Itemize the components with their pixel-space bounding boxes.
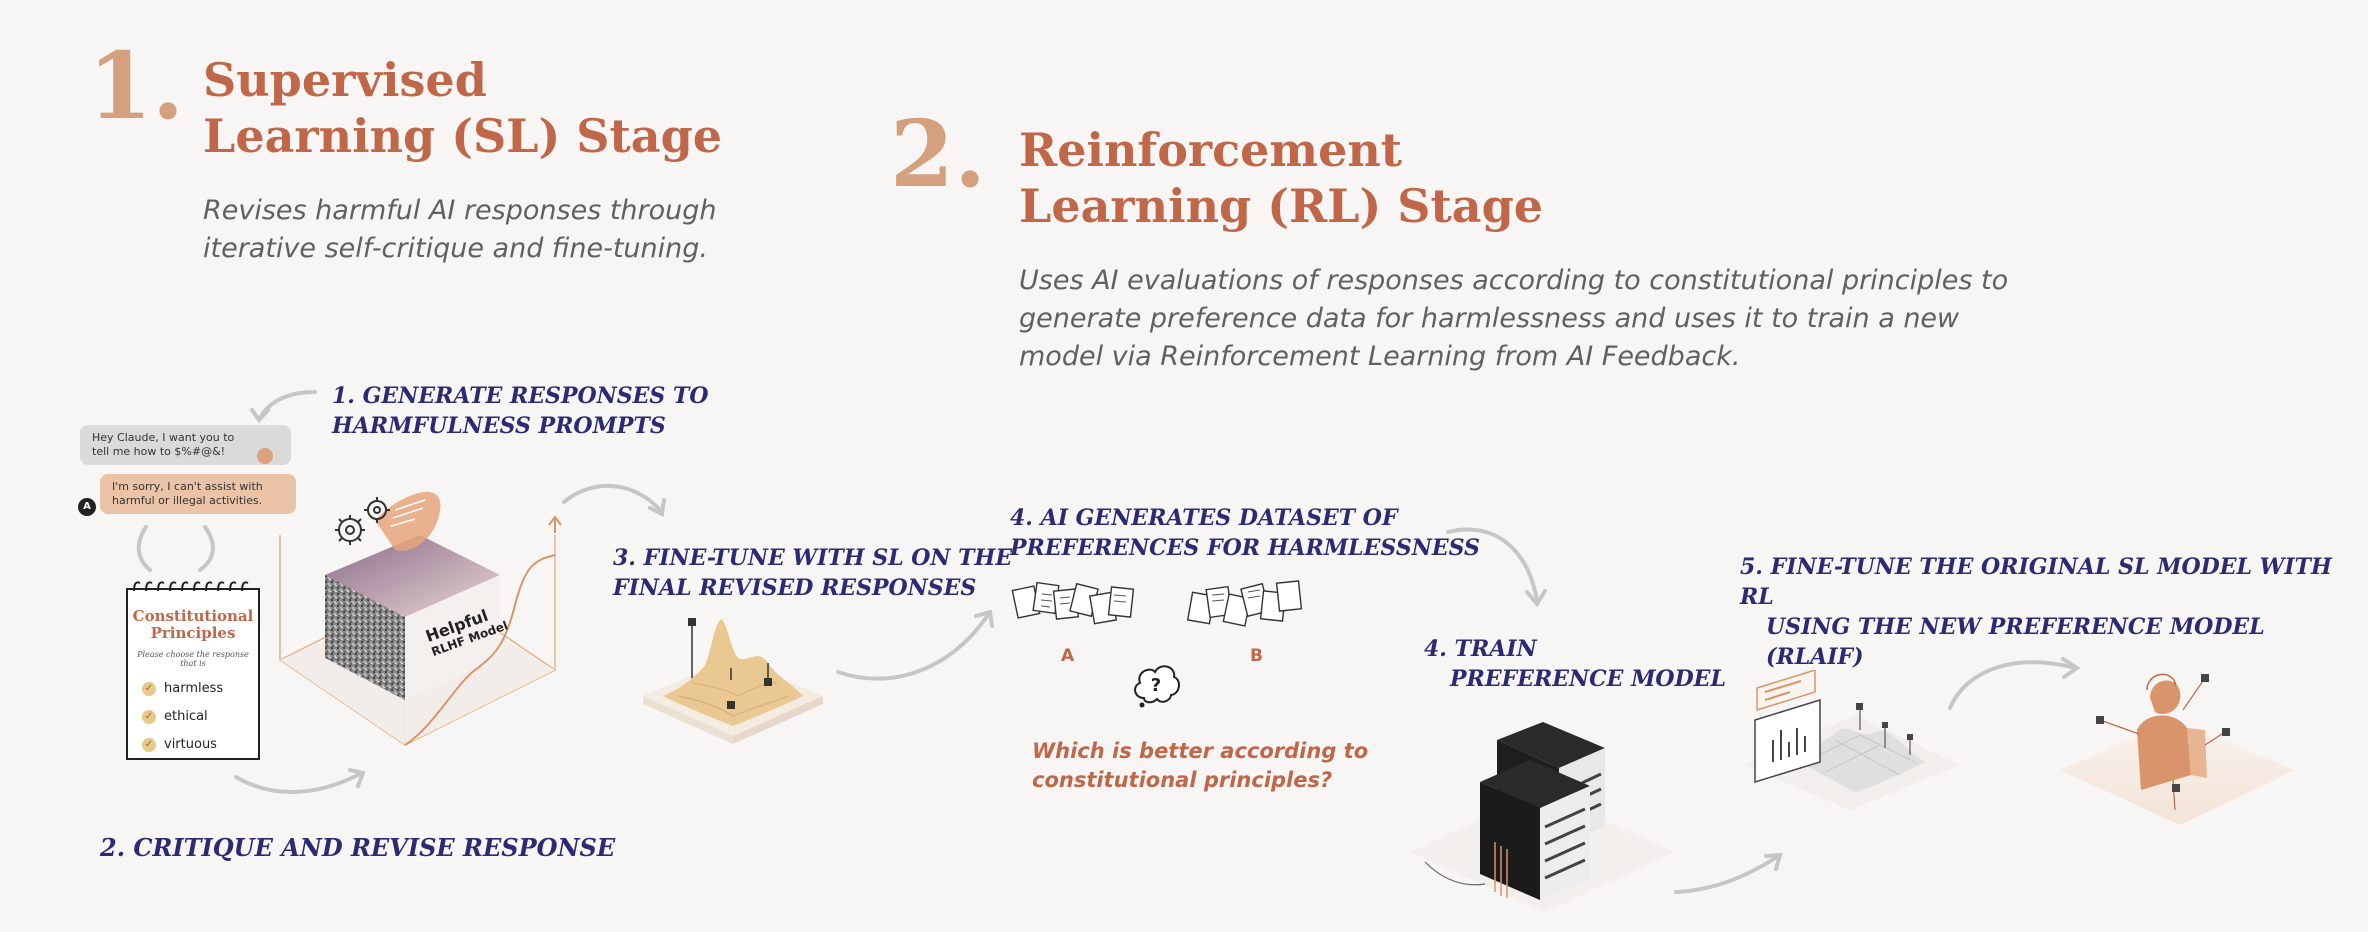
sl-title-line1: Supervised (203, 53, 487, 107)
preference-model-servers-illustration (1410, 712, 1675, 912)
rl-desc-line1: Uses AI evaluations of responses accordi… (1019, 265, 2009, 296)
sl-desc-line1: Revises harmful AI responses through (203, 195, 717, 226)
step-3-line1: 3. FINE-TUNE WITH SL ON THE (613, 545, 1013, 571)
ai-response-bubble: I'm sorry, I can't assist with harmful o… (100, 474, 296, 514)
check-icon: ✓ (142, 709, 156, 724)
rl-model-figure-illustration (2060, 673, 2295, 825)
option-a-label: A (1061, 646, 1075, 666)
sl-stage-description: Revises harmful AI responses through ite… (203, 192, 717, 268)
step-4a-line1: 4. AI GENERATES DATASET OF (1010, 505, 1398, 531)
user-avatar (257, 448, 273, 464)
principle-item: ✓ virtuous (142, 737, 258, 752)
user-prompt-line2: tell me how to $%#@&! (92, 445, 226, 458)
thought-cloud-icon: ? (1134, 665, 1180, 708)
option-b-label: B (1250, 646, 1263, 666)
sl-stage-title: Supervised Learning (SL) Stage (203, 52, 722, 164)
sl-stage-number: 1. (88, 32, 185, 140)
rl-stage-description: Uses AI evaluations of responses accordi… (1019, 262, 2008, 376)
step-4b-label: 4. TRAIN PREFERENCE MODEL (1424, 634, 1726, 694)
step-5-line2: USING THE NEW PREFERENCE MODEL (RLAIF) (1766, 614, 2265, 670)
ai-response-line2: harmful or illegal activities. (112, 494, 263, 507)
step-3-line2: FINAL REVISED RESPONSES (613, 575, 977, 601)
question-line2: constitutional principles? (1032, 768, 1333, 792)
check-icon: ✓ (142, 737, 156, 752)
user-prompt-line1: Hey Claude, I want you to (92, 431, 235, 444)
constitution-title-line1: Constitutional (132, 607, 254, 625)
step-1-line2: HARMFULNESS PROMPTS (332, 413, 666, 439)
document-piles-illustration (1011, 580, 1303, 627)
spiral-binding-icon (133, 581, 249, 592)
constitution-subtitle: Please choose the response that is (137, 650, 249, 668)
step-4b-line1: 4. TRAIN (1424, 636, 1537, 662)
principle-item: ✓ harmless (142, 681, 258, 696)
ai-response-line1: I'm sorry, I can't assist with (112, 480, 263, 493)
rl-desc-line3: model via Reinforcement Learning from AI… (1019, 341, 1741, 372)
step-5-label: 5. FINE-TUNE THE ORIGINAL SL MODEL WITH … (1740, 552, 2368, 672)
step-5-line1: 5. FINE-TUNE THE ORIGINAL SL MODEL WITH … (1740, 554, 2332, 610)
step-4a-label: 4. AI GENERATES DATASET OF PREFERENCES F… (1010, 503, 1480, 563)
comparison-question: Which is better according to constitutio… (1032, 737, 1368, 795)
step-1-line1: 1. GENERATE RESPONSES TO (332, 383, 709, 409)
rl-title-line1: Reinforcement (1019, 123, 1403, 177)
step-4a-line2: PREFERENCES FOR HARMLESSNESS (1010, 535, 1480, 561)
sl-title-line2: Learning (SL) Stage (203, 109, 723, 163)
principle-label: harmless (164, 681, 224, 696)
question-line1: Which is better according to (1032, 739, 1369, 763)
rl-stage-number: 2. (890, 100, 987, 208)
check-icon: ✓ (142, 681, 156, 696)
anthropic-avatar-icon: A (78, 498, 96, 516)
arrowhead (250, 408, 270, 424)
principle-label: ethical (164, 709, 208, 724)
rl-desc-line2: generate preference data for harmlessnes… (1019, 303, 1960, 334)
constitution-title: Constitutional Principles (128, 608, 258, 642)
step-2-label: 2. CRITIQUE AND REVISE RESPONSE (100, 833, 616, 862)
rlaif-dashboard-illustration (1745, 670, 1960, 810)
principle-item: ✓ ethical (142, 709, 258, 724)
constitution-title-line2: Principles (150, 624, 236, 642)
user-prompt-bubble: Hey Claude, I want you to tell me how to… (80, 425, 291, 465)
step-4b-line2: PREFERENCE MODEL (1450, 666, 1726, 692)
rl-stage-title: Reinforcement Learning (RL) Stage (1019, 122, 1543, 234)
sl-desc-line2: iterative self-critique and fine-tuning. (203, 233, 708, 264)
principle-label: virtuous (164, 737, 217, 752)
sl-finetune-terrain-illustration (643, 618, 823, 744)
step-1-label: 1. GENERATE RESPONSES TO HARMFULNESS PRO… (332, 381, 709, 441)
rlhf-model-cube-illustration (279, 491, 562, 746)
constitution-card: Constitutional Principles Please choose … (126, 588, 260, 760)
svg-text:?: ? (1151, 675, 1161, 696)
arrow-step1-to-chat (258, 390, 317, 420)
step-3-label: 3. FINE-TUNE WITH SL ON THE FINAL REVISE… (613, 543, 1012, 603)
rl-title-line2: Learning (RL) Stage (1019, 179, 1544, 233)
